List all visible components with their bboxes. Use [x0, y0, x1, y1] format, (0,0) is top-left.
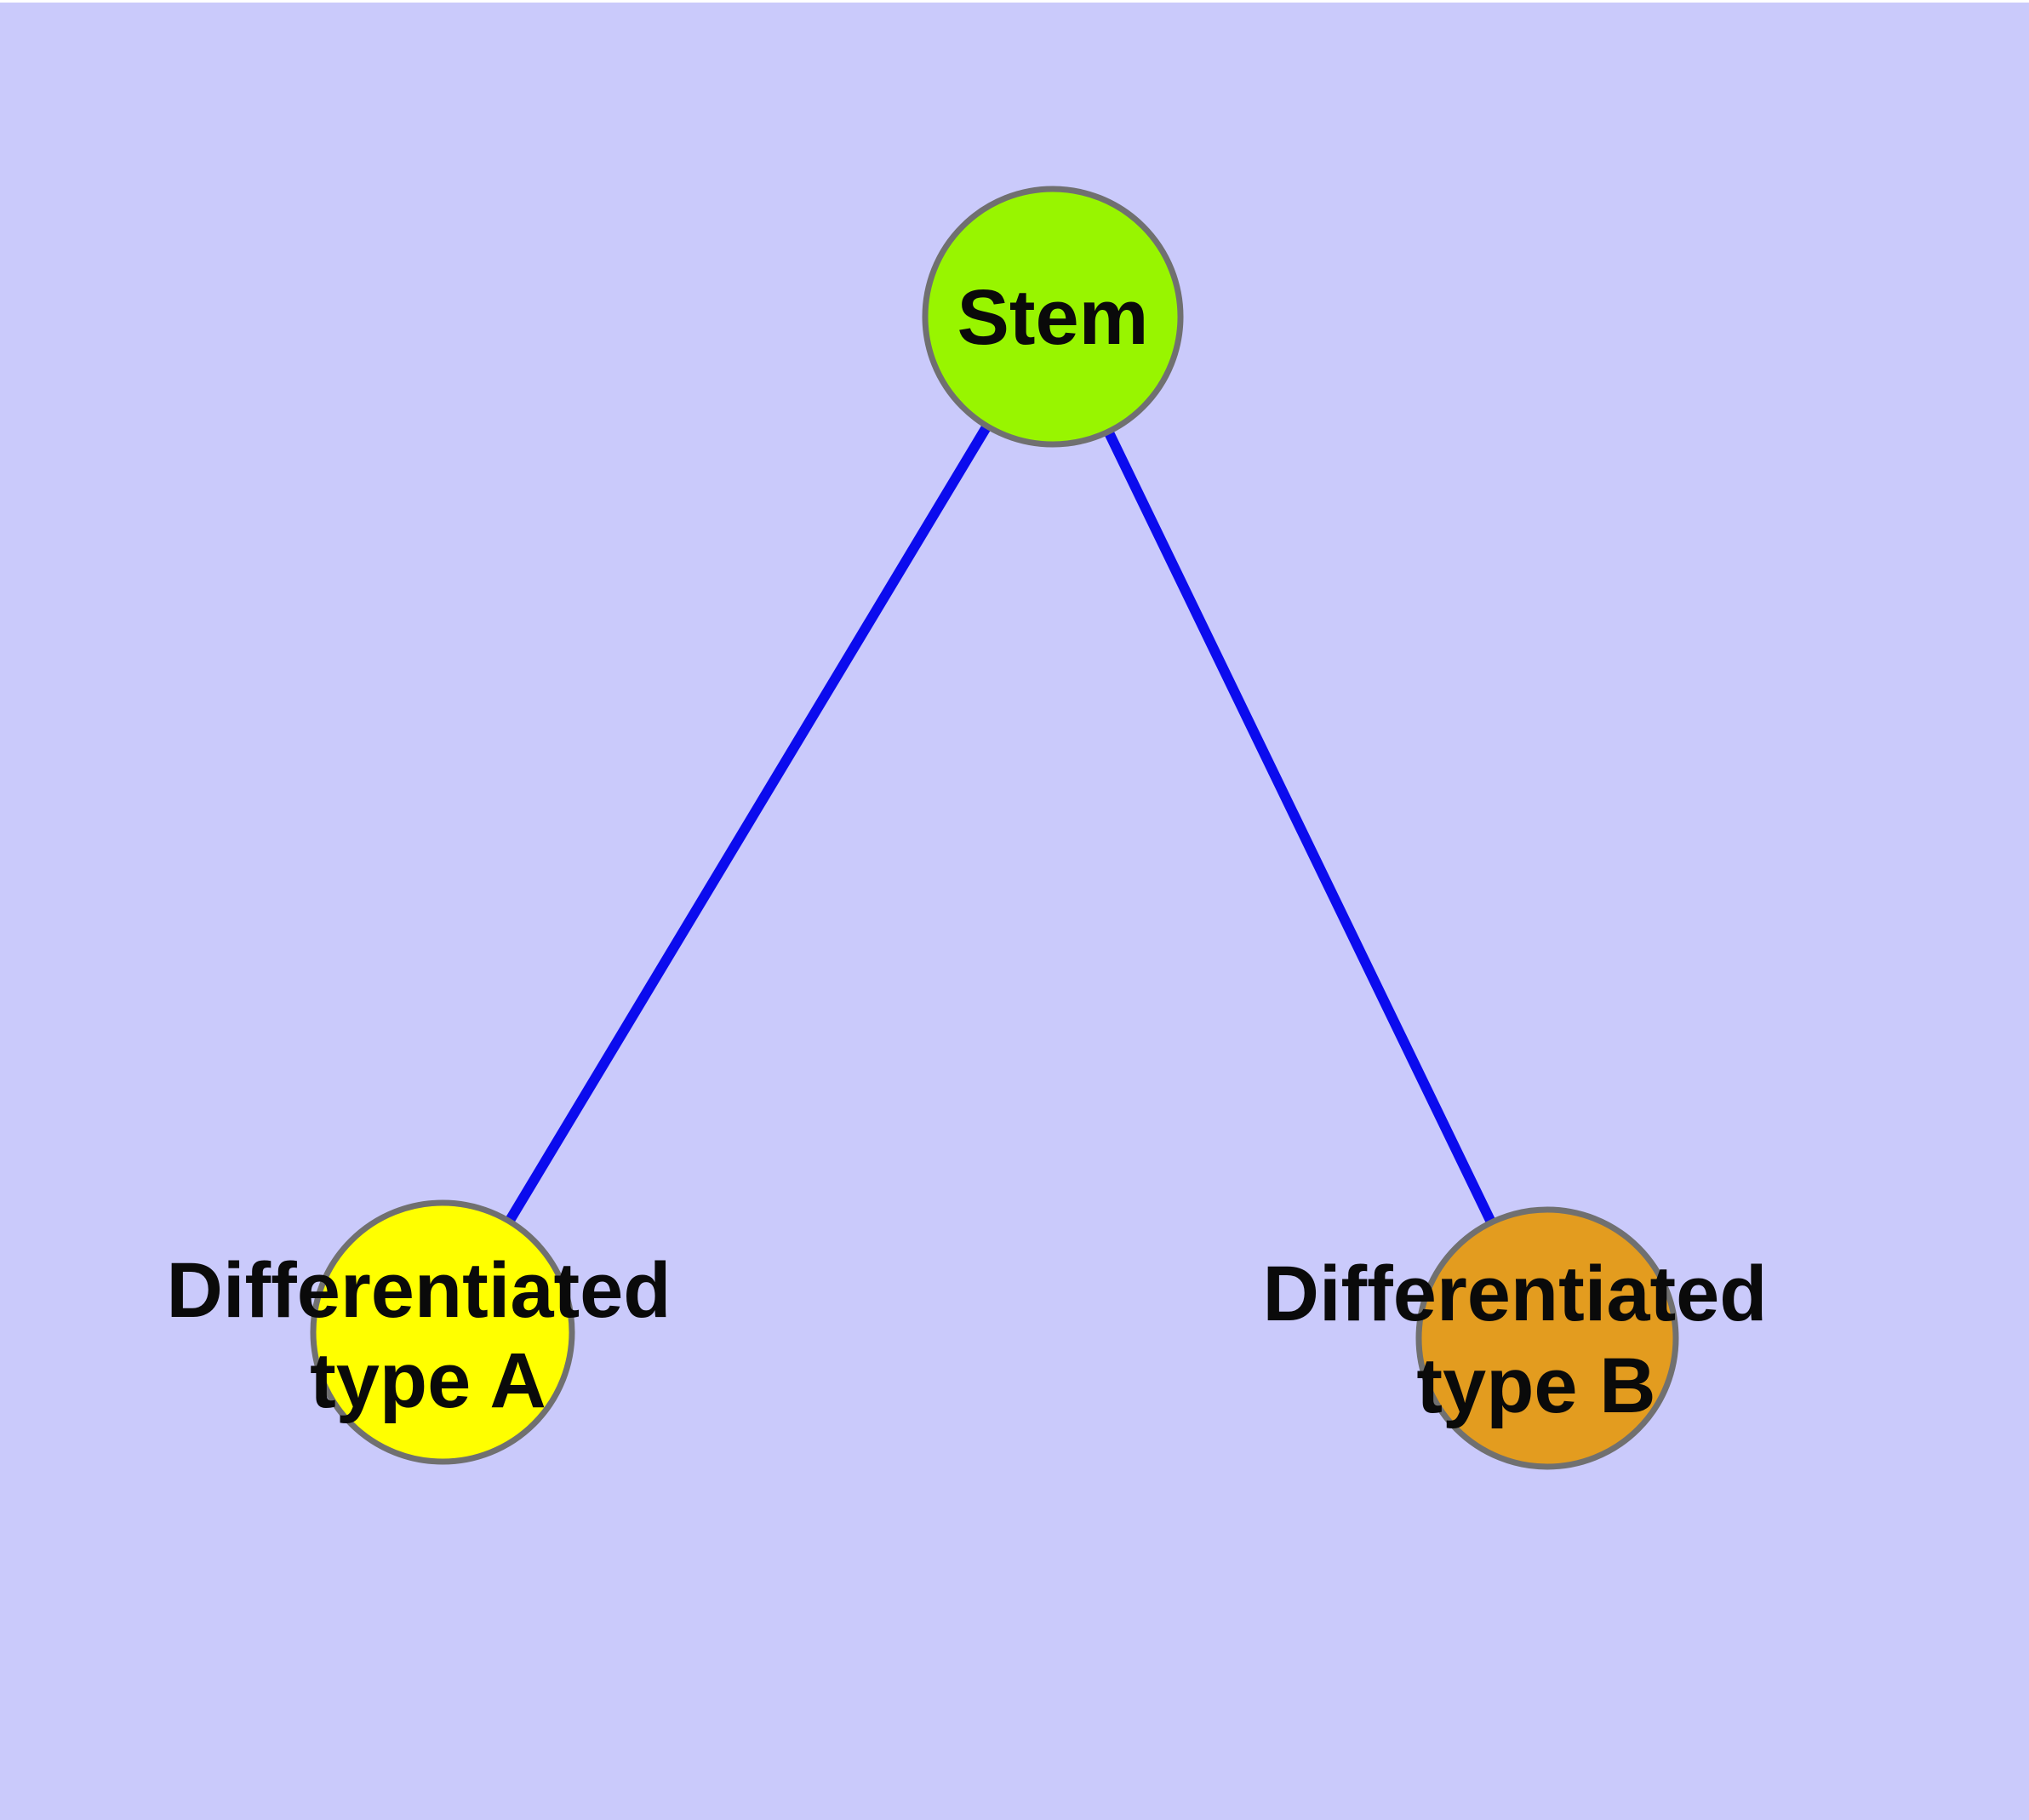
node-type-b-label-line1: Differentiated	[1263, 1251, 1768, 1337]
node-differentiated-type-a	[310, 1199, 575, 1465]
node-type-a-label-line2: type A	[310, 1337, 546, 1424]
top-margin-strip	[0, 0, 2029, 3]
edge-stem-to-type-a	[437, 313, 1058, 1336]
edge-stem-to-type-b	[1048, 314, 1552, 1341]
node-differentiated-type-b	[1415, 1206, 1679, 1470]
node-type-a-label-line1: Differentiated	[167, 1247, 672, 1334]
node-stem	[922, 186, 1184, 448]
node-type-b-label-line2: type B	[1416, 1342, 1655, 1429]
node-stem-label: Stem	[957, 274, 1149, 361]
